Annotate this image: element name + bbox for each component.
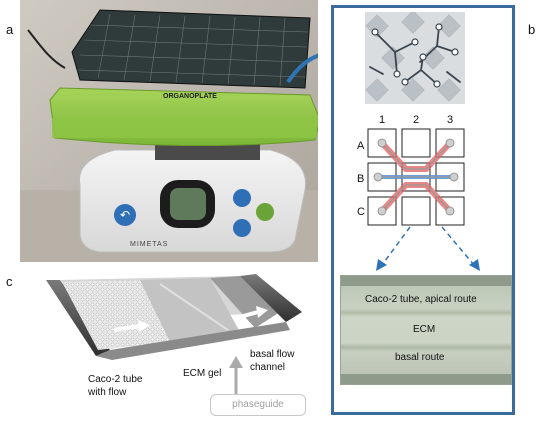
label-phaseguide: phaseguide bbox=[232, 399, 284, 410]
dashed-zoom-arrows bbox=[376, 226, 480, 271]
organoplate bbox=[71, 9, 311, 89]
grid-row-label-c: C bbox=[357, 206, 365, 218]
plate-label: ORGANOPLATE bbox=[163, 93, 217, 100]
grid-row-label-b: B bbox=[357, 173, 365, 185]
device-photo: ORGANOPLATE ↶ MIMETAS bbox=[20, 0, 318, 262]
panel-label-c: c bbox=[6, 274, 13, 289]
label-ecm-gel: ECM gel bbox=[183, 368, 222, 379]
bottom-slab bbox=[96, 322, 290, 360]
flow-arrow-tube bbox=[113, 324, 141, 332]
lcd-display bbox=[170, 188, 206, 220]
grid-column-label-2: 2 bbox=[413, 114, 420, 126]
cell-tube bbox=[62, 280, 170, 350]
label-caco2-tube-line1: Caco-2 tube bbox=[88, 374, 143, 385]
chip-closeup bbox=[365, 12, 465, 104]
label-apical-route: Caco-2 tube, apical route bbox=[365, 294, 477, 305]
phaseguide-box: phaseguide bbox=[210, 394, 306, 416]
label-ecm: ECM bbox=[413, 324, 436, 335]
tube-schematic bbox=[46, 274, 302, 360]
panel-label-b: b bbox=[528, 22, 536, 37]
up-button bbox=[233, 189, 251, 207]
channel-micrograph: Caco-2 tube, apical route ECM basal rout… bbox=[340, 275, 512, 385]
panel-b-frame bbox=[331, 5, 515, 415]
ecm-gel-region bbox=[140, 278, 240, 342]
panel-label-a: a bbox=[6, 22, 14, 37]
right-wall bbox=[240, 274, 302, 322]
phaseguide-pointer bbox=[229, 356, 243, 394]
basal-channel-region bbox=[210, 276, 280, 328]
well-a2 bbox=[401, 128, 431, 158]
grid-row-label-a: A bbox=[357, 140, 365, 152]
flow-arrow-tube-head bbox=[138, 320, 150, 332]
power-cable bbox=[27, 29, 66, 69]
back-button bbox=[114, 204, 136, 226]
zoom-arrow bbox=[286, 53, 318, 84]
enter-button bbox=[256, 203, 274, 221]
brand-logo: MIMETAS bbox=[130, 241, 168, 248]
down-button bbox=[233, 219, 251, 237]
micrograph-top-edge bbox=[341, 276, 511, 286]
back-button-symbol: ↶ bbox=[120, 208, 130, 222]
well-grid-schematic bbox=[367, 128, 465, 226]
phaseguide-ridge bbox=[159, 283, 229, 331]
label-basal-flow-line2: channel bbox=[250, 362, 286, 373]
flow-arrow-basal bbox=[235, 310, 259, 320]
label-caco2-tube-line2: with flow bbox=[88, 387, 127, 398]
grid-column-label-1: 1 bbox=[379, 114, 386, 126]
label-basal-route: basal route bbox=[395, 352, 445, 363]
micrograph-bottom-edge bbox=[341, 374, 511, 384]
grid-column-label-3: 3 bbox=[447, 114, 454, 126]
tray-front-edge bbox=[52, 118, 317, 138]
flow-arrow-basal-head bbox=[256, 306, 268, 318]
well-c2 bbox=[401, 196, 431, 226]
label-basal-flow-line1: basal flow bbox=[250, 349, 295, 360]
